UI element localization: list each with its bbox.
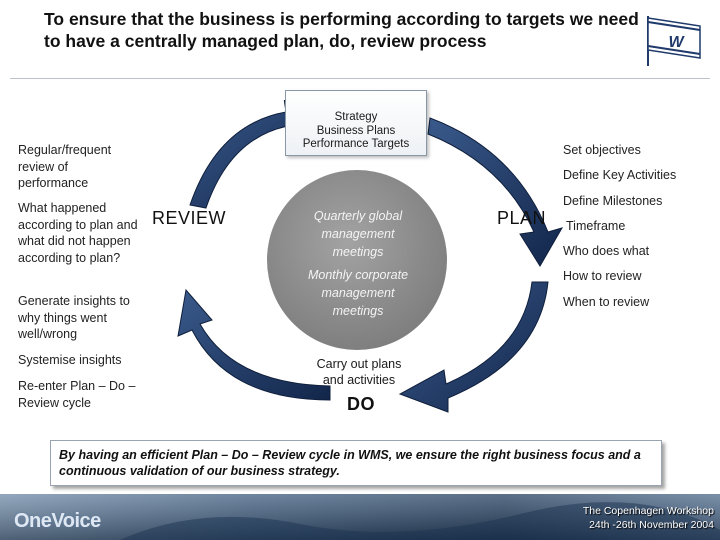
onevoice-logo: OneVoice <box>14 510 101 532</box>
plan-item-5: Who does what <box>563 244 650 258</box>
plan-item-1: Set objectives <box>563 143 641 157</box>
do-label: DO <box>347 394 375 414</box>
center-circle <box>267 170 447 350</box>
arrow-strategy-to-plan <box>427 117 564 267</box>
plan-item-6: How to review <box>563 269 642 283</box>
slide-title: To ensure that the business is performin… <box>44 9 639 51</box>
review-item-1: Regular/frequent review of performance <box>18 143 112 190</box>
plan-item-3: Define Milestones <box>563 194 663 208</box>
plan-label: PLAN <box>497 208 547 228</box>
monthly-meetings-text: Monthly corporate management meetings <box>307 268 409 318</box>
review-item-5: Re-enter Plan – Do – Review cycle <box>18 379 136 410</box>
summary-box: By having an efficient Plan – Do – Revie… <box>50 440 662 486</box>
arrow-do-to-review <box>177 288 331 401</box>
arrow-plan-to-do <box>398 281 549 413</box>
pdr-cycle-diagram <box>177 100 564 413</box>
quarterly-meetings-text: Quarterly global management meetings <box>313 209 403 259</box>
plan-item-4: Timeframe <box>566 219 626 233</box>
do-description: Carry out plans and activities <box>316 357 402 387</box>
event-name: The Copenhagen Workshop <box>582 505 714 517</box>
plan-item-2: Define Key Activities <box>563 168 677 182</box>
strategy-box: Strategy Business Plans Performance Targ… <box>285 90 427 156</box>
event-dates: 24th -26th November 2004 <box>589 519 714 531</box>
review-item-3: Generate insights to why things went wel… <box>18 294 130 341</box>
performance-targets-line: Performance Targets <box>302 138 410 150</box>
review-label: REVIEW <box>152 208 227 228</box>
logo-letter: W <box>668 34 685 51</box>
review-item-2: What happened according to plan and what… <box>18 201 138 265</box>
footer-event-info: The Copenhagen Workshop 24th -26th Novem… <box>583 504 714 532</box>
strategy-line: Strategy <box>334 111 378 123</box>
footer-band <box>0 494 720 540</box>
business-plans-line: Business Plans <box>316 124 396 137</box>
title-divider <box>10 78 710 79</box>
review-item-4: Systemise insights <box>18 353 122 367</box>
plan-item-7: When to review <box>563 295 650 309</box>
company-flag-logo: W <box>647 16 701 66</box>
